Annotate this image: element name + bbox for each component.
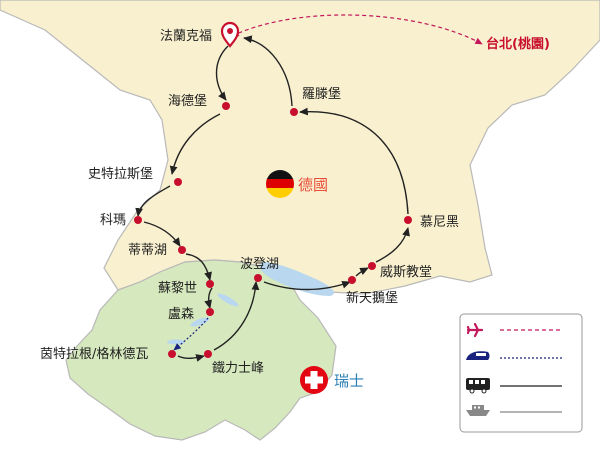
city-label-lucerne: 盧森: [168, 307, 194, 322]
city-dot-wieskirche: [368, 262, 376, 270]
flight-route: [231, 14, 483, 45]
legend: [459, 313, 583, 433]
switzerland-flag-icon: [300, 366, 328, 394]
city-label-munich: 慕尼黑: [420, 215, 459, 230]
lake-lucerne: [190, 317, 210, 327]
city-label-frankfurt: 法蘭克福: [160, 28, 212, 44]
country-label-germany: 德國: [298, 176, 328, 194]
city-label-interlaken: 茵特拉根/格林德瓦: [40, 346, 148, 362]
legend-box: [459, 313, 583, 433]
route-colmar-titisee: [143, 221, 181, 247]
city-dot-neuschwanstein: [348, 276, 356, 284]
origin-label: 台北(桃園): [486, 36, 550, 52]
city-label-wieskirche: 威斯教堂: [380, 264, 432, 280]
city-label-rothenburg: 羅滕堡: [302, 86, 341, 102]
route-neuschwanstein-wieskirche: [355, 267, 369, 277]
city-dot-bodensee: [254, 274, 262, 282]
route-titisee-zurich: [185, 253, 212, 281]
route-rothenburg-frankfurt: [243, 35, 293, 107]
city-dot-titlis: [204, 350, 212, 358]
route-frankfurt-heidelberg: [215, 45, 229, 101]
route-heidelberg-stuttgart: [169, 113, 221, 175]
route-munich-rothenburg: [299, 107, 409, 215]
city-dot-munich: [404, 216, 412, 224]
ferry-icon: [466, 405, 490, 416]
route-zurich-lucerne: [204, 287, 213, 309]
city-dot-rothenburg: [290, 108, 298, 116]
lake-zurich: [217, 293, 239, 307]
city-label-colmar: 科瑪: [100, 213, 126, 228]
switzerland-region: [65, 259, 337, 441]
city-label-stuttgart: 史特拉斯堡: [88, 166, 153, 182]
bus-icon: [466, 378, 490, 394]
train-icon: [466, 351, 490, 360]
route-titlis-bodensee: [213, 281, 260, 351]
route-wieskirche-munich: [375, 227, 410, 263]
country-label-switzerland: 瑞士: [334, 372, 364, 390]
city-dot-titisee: [178, 246, 186, 254]
route-stuttgart-colmar: [135, 185, 171, 217]
city-label-titisee: 蒂蒂湖: [128, 243, 167, 258]
route-interlaken-titlis: [177, 354, 205, 362]
airplane-icon: [466, 322, 484, 338]
germany-flag-icon: [266, 170, 294, 198]
city-label-neuschwanstein: 新天鵝堡: [346, 290, 398, 306]
bodensee-lake: [259, 262, 334, 296]
route-bodensee-neuschwanstein: [263, 280, 351, 291]
city-label-heidelberg: 海德堡: [168, 93, 207, 109]
city-label-titlis: 鐵力士峰: [212, 360, 264, 376]
city-dot-interlaken: [168, 350, 176, 358]
city-dot-colmar: [134, 216, 142, 224]
city-dots: [134, 102, 412, 358]
city-dot-stuttgart: [174, 178, 182, 186]
city-label-bodensee: 波登湖: [240, 257, 279, 272]
city-dot-heidelberg: [222, 102, 230, 110]
location-pin-icon: [220, 21, 240, 48]
city-dot-zurich: [206, 280, 214, 288]
city-label-zurich: 蘇黎世: [158, 281, 197, 296]
city-dot-lucerne: [206, 308, 214, 316]
